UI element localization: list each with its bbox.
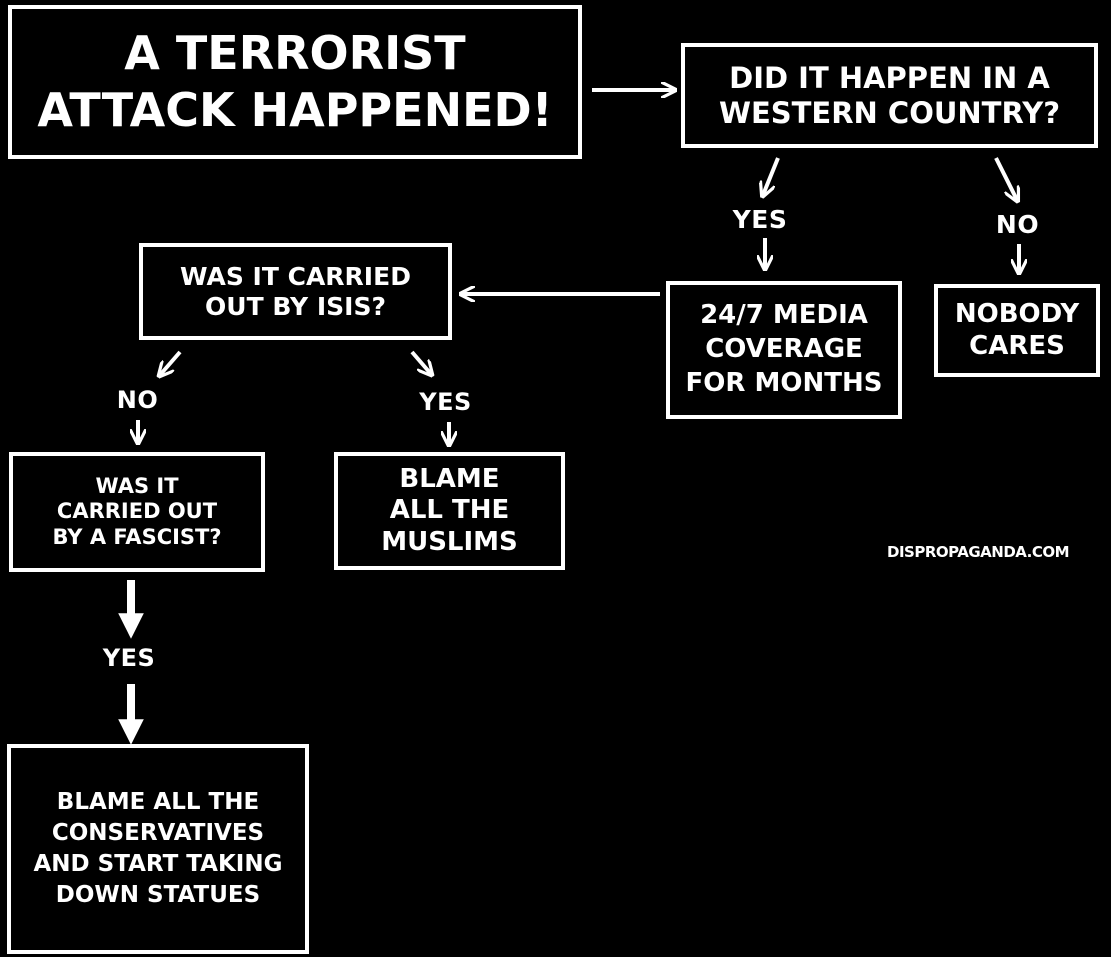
label-isis-no: NO (116, 386, 159, 414)
arrow-isis-to-yes (410, 350, 431, 374)
node-media-coverage: 24/7 MEDIA COVERAGE FOR MONTHS (666, 281, 902, 419)
watermark-text: DISPROPAGANDA.COM (887, 543, 1070, 561)
label-western-no: NO (995, 210, 1040, 239)
node-blame-all-muslims: BLAME ALL THE MUSLIMS (334, 452, 565, 570)
node-blame-all-conservatives: BLAME ALL THE CONSERVATIVES AND START TA… (7, 744, 309, 954)
node-western-country-question: DID IT HAPPEN IN A WESTERN COUNTRY? (681, 43, 1098, 148)
arrow-western-to-no (994, 157, 1017, 200)
arrow-isis-to-no (160, 350, 182, 375)
node-carried-out-by-fascist-question: WAS IT CARRIED OUT BY A FASCIST? (9, 452, 265, 572)
node-carried-out-by-isis-question: WAS IT CARRIED OUT BY ISIS? (139, 243, 452, 340)
node-nobody-cares: NOBODY CARES (934, 284, 1100, 377)
label-western-yes: YES (732, 205, 788, 234)
node-terrorist-attack-happened: A TERRORIST ATTACK HAPPENED! (8, 5, 582, 159)
label-isis-yes: YES (419, 388, 472, 416)
label-fascist-yes: YES (102, 644, 156, 672)
arrow-western-to-yes (763, 157, 780, 195)
